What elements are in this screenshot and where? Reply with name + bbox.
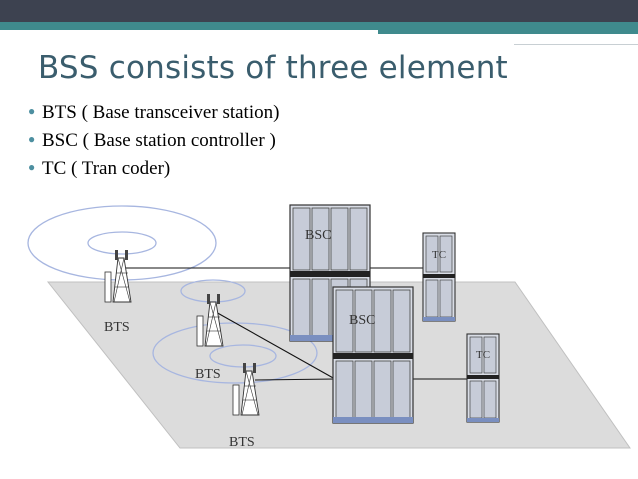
bullet-icon: ● [28,104,36,118]
header-teal-accent [378,30,638,34]
bullet-text: TC ( Tran coder) [42,158,171,179]
tc-cabinet-icon [466,333,500,423]
bts-label: BTS [229,435,255,450]
bullet-icon: ● [28,132,36,146]
header-corner-tab [514,34,638,45]
tc-cabinet-icon [422,232,456,322]
header-dark-band [0,0,638,22]
bullet-item-tc: ● TC ( Tran coder) [28,153,279,181]
tc-label: TC [476,349,490,361]
bullet-text: BTS ( Base transceiver station) [42,102,280,123]
link-lines [126,267,468,381]
bsc-cabinet-icon [332,286,414,424]
bts-label: BTS [195,367,221,382]
bullet-icon: ● [28,160,36,174]
bullet-text: BSC ( Base station controller ) [42,130,276,151]
bts-tower-icon [104,249,132,303]
bullet-item-bts: ● BTS ( Base transceiver station) [28,97,279,125]
bsc-label: BSC [349,313,375,328]
bullet-list: ● BTS ( Base transceiver station) ● BSC ( … [28,97,279,181]
slide-title: BSS consists of three element [38,50,508,86]
bsc-label: BSC [305,228,331,243]
bts-label: BTS [104,320,130,335]
tc-label: TC [432,249,446,261]
header-teal-band [0,22,638,30]
bullet-item-bsc: ● BSC ( Base station controller ) [28,125,279,153]
